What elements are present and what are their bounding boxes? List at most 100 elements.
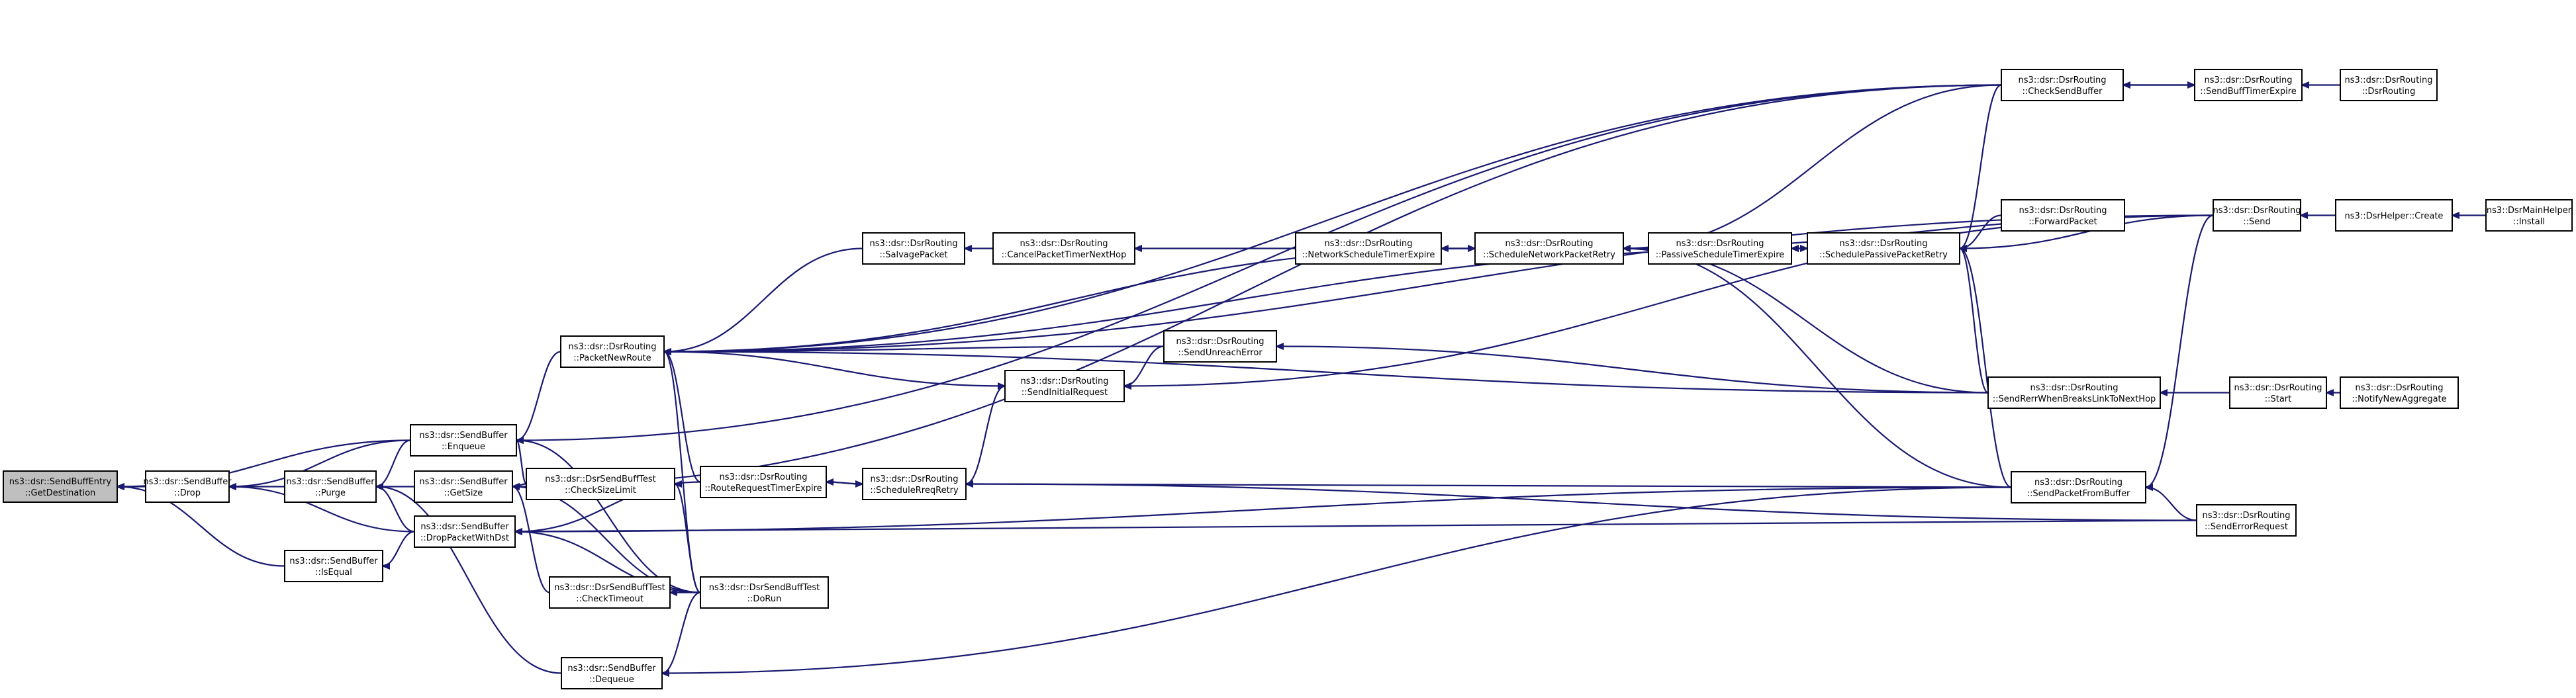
node-dorun[interactable]: ns3::dsr::DsrSendBuffTest::DoRun (700, 576, 829, 609)
node-passivescheduletimerexpire[interactable]: ns3::dsr::DsrRouting::PassiveScheduleTim… (1648, 232, 1792, 265)
edge-dropwithdst-to-purge (376, 487, 415, 533)
node-label: ::SendInitialRequest (1022, 388, 1108, 398)
node-drop[interactable]: ns3::dsr::SendBuffer::Drop (143, 470, 232, 503)
node-getsize[interactable]: ns3::dsr::SendBuffer::GetSize (414, 470, 513, 503)
node-dequeue[interactable]: ns3::dsr::SendBuffer::Dequeue (561, 657, 663, 689)
node-sendpacketfrombuffer[interactable]: ns3::dsr::DsrRouting::SendPacketFromBuff… (2011, 471, 2146, 503)
node-sendrerrwhenbreaks[interactable]: ns3::dsr::DsrRouting::SendRerrWhenBreaks… (1987, 376, 2161, 409)
node-sendinitialrequest[interactable]: ns3::dsr::DsrRouting::SendInitialRequest (1004, 370, 1125, 402)
node-box (3, 470, 118, 503)
node-box (1004, 370, 1125, 402)
edge-send-to-packetnewroute (664, 214, 2214, 352)
node-label: ns3::dsr::DsrRouting (2234, 383, 2322, 393)
node-routerequesttimerexpire[interactable]: ns3::dsr::DsrRouting::RouteRequestTimerE… (700, 466, 827, 498)
node-dsrrouting[interactable]: ns3::dsr::DsrRouting::DsrRouting (2340, 69, 2438, 101)
edge-sendinitialrequest-to-packetnewroute (664, 352, 1006, 387)
node-senderrorrequest[interactable]: ns3::dsr::DsrRouting::SendErrorRequest (2196, 504, 2297, 537)
node-label: ::PacketNewRoute (573, 353, 651, 363)
node-label: ::PassiveScheduleTimerExpire (1656, 250, 1785, 260)
node-isequal[interactable]: ns3::dsr::SendBuffer::IsEqual (284, 550, 383, 582)
node-label: ::Enqueue (442, 442, 485, 452)
node-notifynewaggregate[interactable]: ns3::dsr::DsrRouting::NotifyNewAggregate (2340, 376, 2459, 409)
node-label: ns3::dsr::DsrRouting (1021, 376, 1109, 386)
edge-senderrorrequest-to-sendpacketfrombuffer (2146, 488, 2197, 521)
edge-enqueue-to-purge (376, 439, 411, 487)
node-label: ::Dequeue (589, 675, 634, 685)
node-forwardpacket[interactable]: ns3::dsr::DsrRouting::ForwardPacket (2001, 199, 2125, 232)
node-box (992, 232, 1135, 265)
node-label: ns3::dsr::DsrRouting (2203, 511, 2291, 521)
node-label: ::SendRerrWhenBreaksLinkToNextHop (1993, 394, 2156, 404)
node-label: ::CancelPacketTimerNextHop (1002, 250, 1127, 260)
node-label: ::SendBuffTimerExpire (2200, 87, 2297, 97)
node-checksendbuffer[interactable]: ns3::dsr::DsrRouting::CheckSendBuffer (2001, 69, 2124, 101)
edge-checksendbuffer-to-schedulenetworkpacketretry (1623, 84, 2002, 249)
node-salvagepacket[interactable]: ns3::dsr::DsrRouting::SalvagePacket (862, 232, 965, 265)
node-dropwithdst[interactable]: ns3::dsr::SendBuffer::DropPacketWithDst (414, 515, 516, 548)
node-label: ::Drop (174, 488, 201, 498)
node-label: ::IsEqual (315, 568, 352, 578)
node-label: ns3::dsr::DsrRouting (871, 474, 959, 484)
node-box (2340, 69, 2438, 101)
node-label: ns3::dsr::DsrSendBuffTest (554, 583, 665, 593)
edge-sendrerrwhenbreaks-to-sendunreacherror (1276, 347, 1989, 394)
node-label: ns3::dsr::DsrRouting (2030, 383, 2119, 393)
node-box (1987, 376, 2161, 409)
node-label: ::DsrRouting (2362, 87, 2416, 97)
edge-checktimeout-to-getsize (512, 487, 550, 593)
node-packetnewroute[interactable]: ns3::dsr::DsrRouting::PacketNewRoute (560, 335, 665, 368)
node-label: ns3::dsr::DsrRouting (2019, 206, 2107, 216)
edge-senderrorrequest-to-schedulerreqretry (966, 484, 2197, 521)
node-schedulerreqretry[interactable]: ns3::dsr::DsrRouting::ScheduleRreqRetry (862, 468, 967, 500)
edge-senderrorrequest-to-dropwithdst (515, 519, 2197, 532)
edge-routerequesttimerexpire-to-packetnewroute (664, 352, 701, 483)
node-label: ns3::dsr::DsrRouting (870, 239, 958, 249)
node-box (284, 470, 377, 503)
node-checktimeout[interactable]: ns3::dsr::DsrSendBuffTest::CheckTimeout (549, 576, 671, 609)
node-schedulenetworkpacketretry[interactable]: ns3::dsr::DsrRouting::ScheduleNetworkPac… (1474, 232, 1624, 265)
node-install[interactable]: ns3::DsrMainHelper::Install (2485, 199, 2573, 232)
node-label: ns3::dsr::SendBuffEntry (9, 477, 112, 487)
node-box (862, 468, 967, 500)
edge-send-to-sendpacketfrombuffer (2146, 214, 2214, 488)
node-label: ns3::DsrMainHelper (2487, 206, 2572, 216)
node-box (2001, 199, 2125, 232)
node-box (1163, 330, 1277, 363)
edge-dequeue-to-purge (376, 487, 562, 674)
node-label: ns3::dsr::DsrRouting (1176, 337, 1264, 347)
node-label: ns3::dsr::DsrRouting (2205, 75, 2293, 85)
node-sendunreacherror[interactable]: ns3::dsr::DsrRouting::SendUnreachError (1163, 330, 1277, 363)
node-label: ns3::dsr::SendBuffer (567, 664, 656, 674)
node-getdestination[interactable]: ns3::dsr::SendBuffEntry::GetDestination (3, 470, 118, 503)
node-label: ns3::dsr::DsrRouting (569, 342, 657, 352)
edge-checksizelimit-to-enqueue (515, 441, 528, 485)
node-checksizelimit[interactable]: ns3::dsr::DsrSendBuffTest::CheckSizeLimi… (526, 468, 675, 500)
node-label: ns3::DsrHelper::Create (2345, 212, 2444, 222)
node-label: ::ScheduleNetworkPacketRetry (1483, 250, 1615, 260)
node-box (2213, 199, 2301, 232)
node-start[interactable]: ns3::dsr::DsrRouting::Start (2229, 376, 2327, 409)
node-schedulepassivepacketretry[interactable]: ns3::dsr::DsrRouting::SchedulePassivePac… (1807, 232, 1960, 265)
edge-routerequesttimerexpire-to-schedulerreqretry (826, 482, 863, 484)
node-label: ns3::dsr::DsrRouting (2034, 478, 2123, 488)
node-label: ::ScheduleRreqRetry (870, 486, 959, 496)
node-send[interactable]: ns3::dsr::DsrRouting::Send (2213, 199, 2301, 232)
edge-dropwithdst-to-drop (229, 487, 415, 533)
node-label: ::SendUnreachError (1178, 348, 1263, 358)
node-label: ns3::dsr::SendBuffer (289, 556, 378, 566)
node-label: ::CheckTimeout (576, 594, 644, 604)
edge-enqueue-to-drop (229, 439, 411, 487)
node-networkscheduletimerexpire[interactable]: ns3::dsr::DsrRouting::NetworkScheduleTim… (1295, 232, 1442, 265)
node-sendbufftimerexpire[interactable]: ns3::dsr::DsrRouting::SendBuffTimerExpir… (2194, 69, 2303, 101)
edge-packetnewroute-to-enqueue (516, 351, 561, 441)
node-label: ::NotifyNewAggregate (2352, 394, 2446, 404)
node-purge[interactable]: ns3::dsr::SendBuffer::Purge (284, 470, 377, 503)
edge-dropwithdst-to-isequal (383, 531, 415, 566)
node-enqueue[interactable]: ns3::dsr::SendBuffer::Enqueue (410, 424, 517, 457)
node-label: ns3::dsr::DsrRouting (2356, 383, 2444, 393)
edge-salvagepacket-to-packetnewroute (664, 247, 863, 352)
edge-sendrerrwhenbreaks-to-packetnewroute (664, 352, 1989, 394)
node-cancelpackettimernexthop[interactable]: ns3::dsr::DsrRouting::CancelPacketTimerN… (992, 232, 1135, 265)
node-label: ns3::dsr::DsrRouting (2345, 75, 2433, 85)
node-create[interactable]: ns3::DsrHelper::Create (2335, 199, 2453, 232)
